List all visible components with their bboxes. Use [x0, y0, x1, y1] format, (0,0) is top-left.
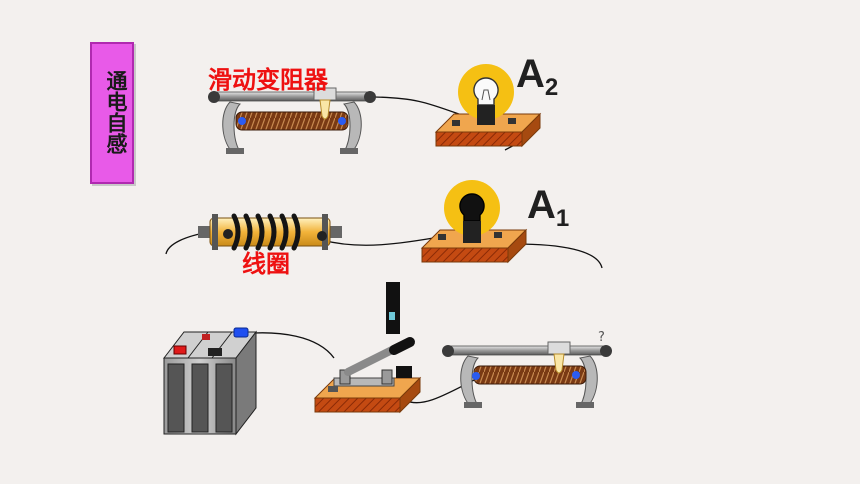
wire-lamp-a1-out	[514, 243, 603, 269]
lamp-a2	[434, 64, 542, 148]
page-title: 通电自感	[104, 70, 129, 154]
light-bulb-icon-dark	[459, 193, 485, 222]
battery	[162, 327, 258, 436]
label-rheostat: 滑动变阻器	[208, 66, 328, 94]
label-question: ?	[598, 330, 605, 345]
lamp-a1	[420, 180, 528, 264]
wire-coil-to-lamp-a1	[321, 235, 446, 246]
rheostat-bottom	[442, 341, 612, 408]
label-lamp-a2: A2	[516, 52, 559, 101]
title-box: 通电自感	[90, 42, 134, 184]
light-bulb-icon	[473, 77, 499, 106]
inductor-coil	[198, 213, 342, 251]
rheostat-top	[208, 87, 376, 154]
knife-switch	[313, 282, 422, 414]
label-lamp-a1: A1	[527, 183, 570, 232]
label-coil: 线圈	[242, 250, 290, 278]
